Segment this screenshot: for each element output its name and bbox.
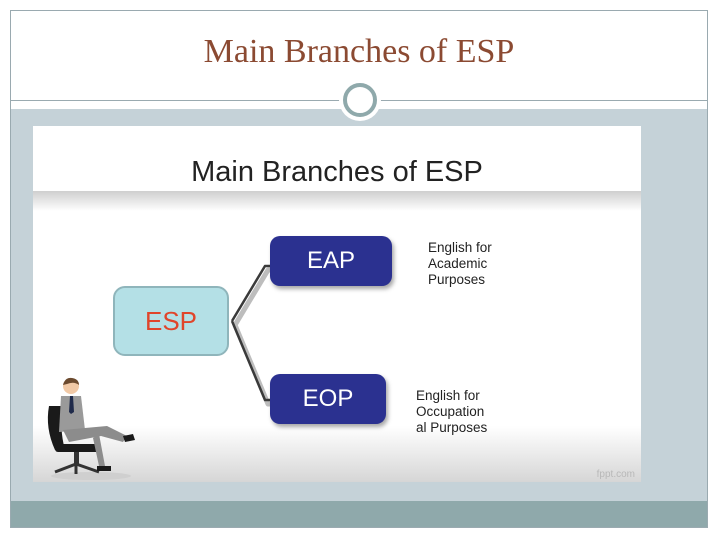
figure-shadow [51, 472, 131, 480]
footer-band [11, 501, 707, 527]
chair-base [54, 462, 100, 474]
root-node-label: ESP [144, 305, 198, 336]
watermark: fppt.com [596, 469, 635, 480]
diagram-title: Main Branches of ESP [191, 156, 483, 188]
seated-businessman-figure-icon [47, 377, 135, 480]
description-line: English for [416, 388, 480, 403]
branch-node-eop: EOP [270, 374, 386, 424]
figure-lower-leg [93, 434, 105, 466]
description-line: Occupation [416, 404, 485, 419]
chair-post [74, 452, 79, 466]
picture-shade-band [33, 191, 641, 211]
figure-tie [69, 396, 74, 414]
description-line: Purposes [428, 272, 486, 287]
branch-node-label: EAP [306, 247, 356, 274]
eop-description: English for Occupation al Purposes [416, 388, 526, 436]
eap-description: English for Academic Purposes [428, 240, 538, 288]
description-line: English for [428, 240, 492, 255]
circle-ring-inner [343, 83, 377, 117]
branch-node-eap: EAP [270, 236, 392, 286]
picture-floor-shade [33, 426, 641, 482]
circle-ring-icon [339, 79, 381, 121]
chair-seat [55, 444, 99, 452]
root-node-esp: ESP [113, 286, 229, 356]
diagram-picture: Main Branches of ESP ESP EAP EOP English… [33, 126, 641, 482]
slide-title: Main Branches of ESP [203, 33, 515, 70]
figure-shoe [97, 466, 111, 471]
figure-hair [63, 377, 79, 385]
branch-node-label: EOP [302, 385, 354, 412]
figure-shoe [123, 434, 135, 442]
connector-line [230, 264, 273, 402]
description-line: al Purposes [416, 420, 488, 435]
slide-frame: Main Branches of ESP Main Branches of ES… [10, 10, 708, 528]
figure-torso [59, 396, 85, 432]
figure-legs [63, 426, 127, 442]
description-line: Academic [428, 256, 488, 271]
